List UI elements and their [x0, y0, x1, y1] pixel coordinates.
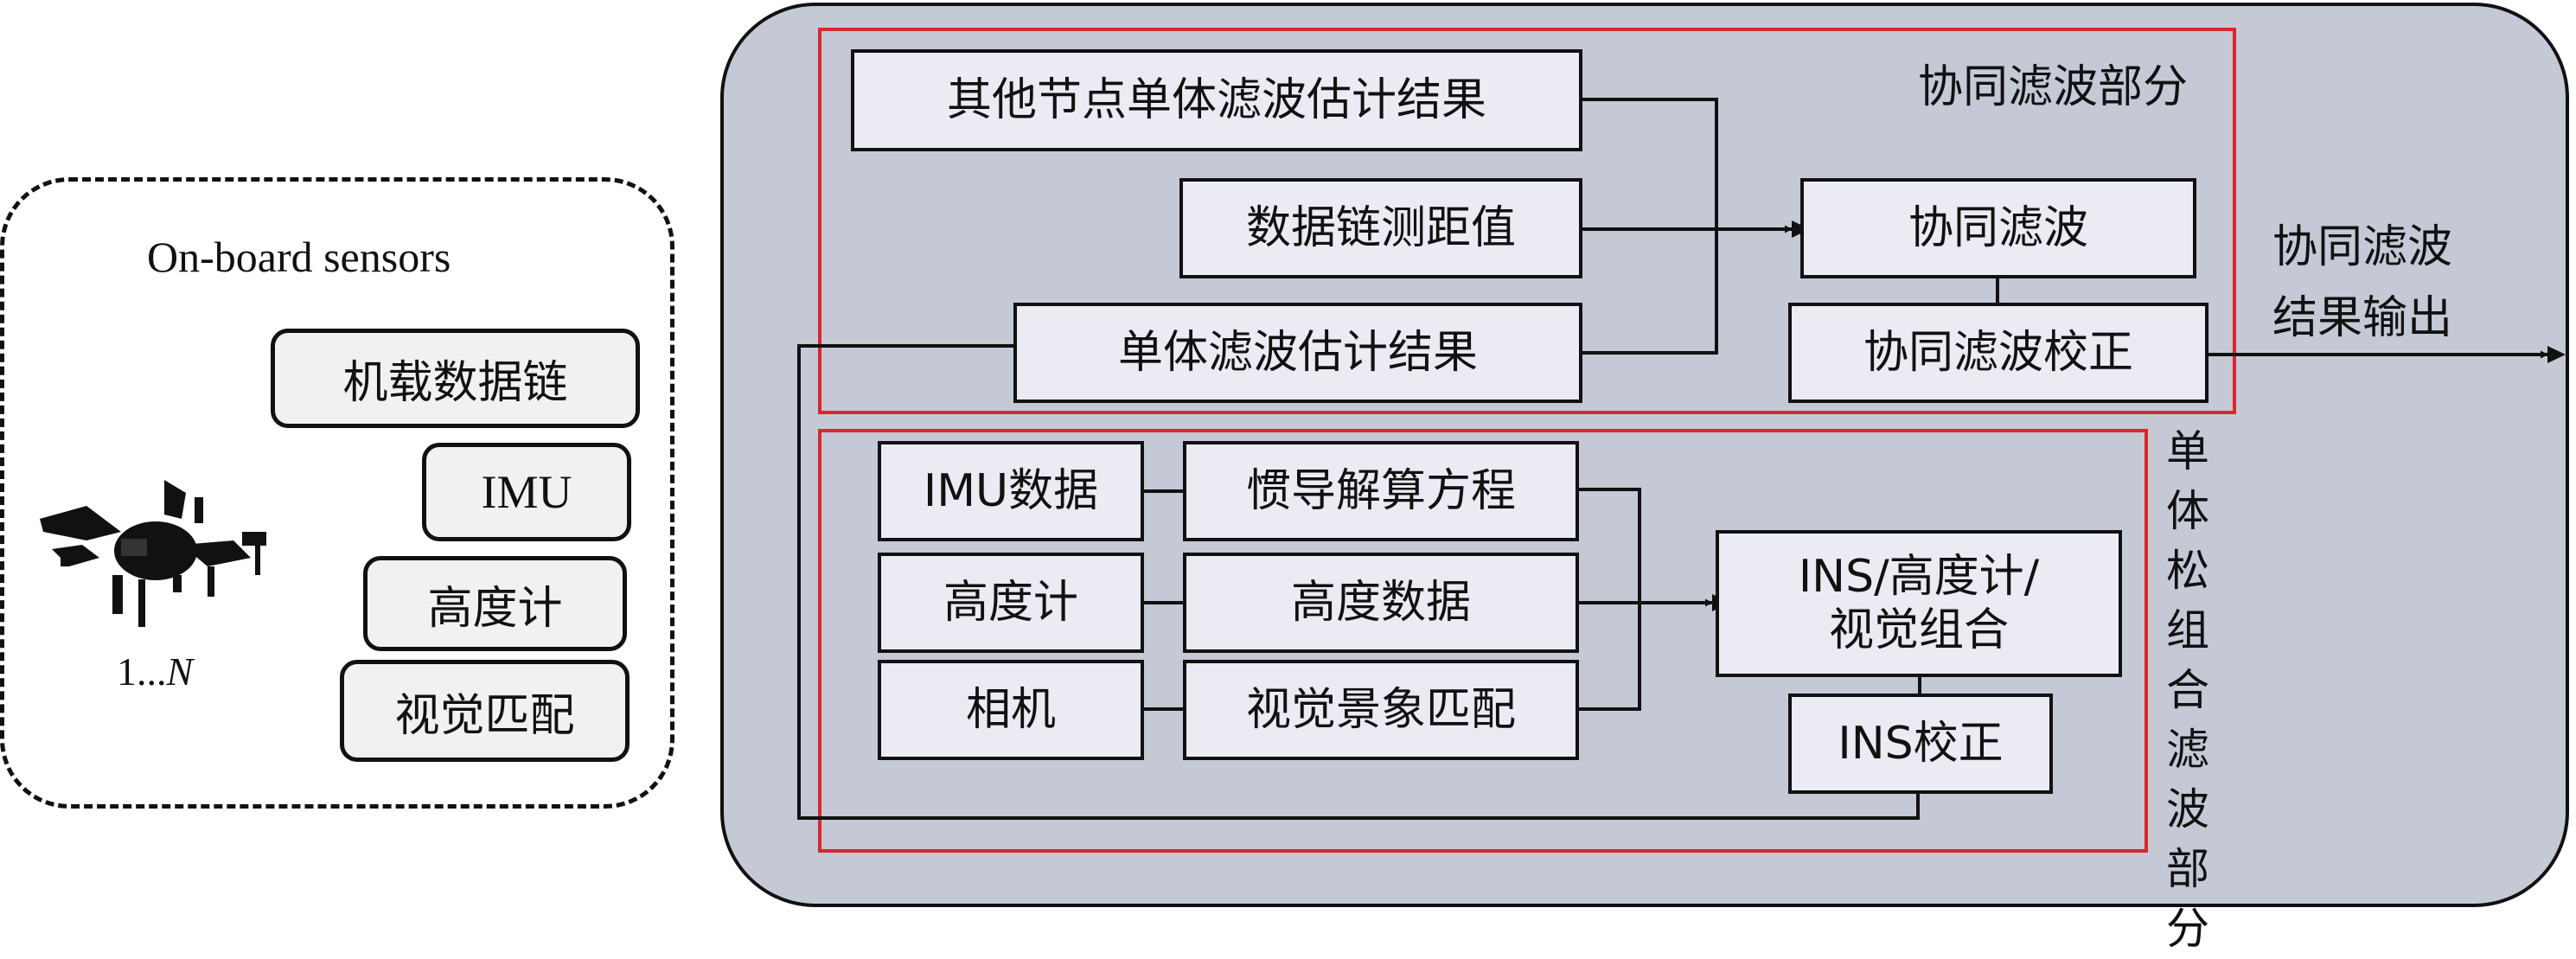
ins-correction-box: INS校正: [1788, 694, 2053, 794]
other-nodes-estimate-box: 其他节点单体滤波估计结果: [851, 49, 1582, 151]
sensors-panel: [0, 177, 674, 809]
cooperative-region: [818, 28, 2236, 414]
altimeter-box: 高度计: [878, 553, 1144, 653]
sensor-datalink: 机载数据链: [271, 329, 640, 428]
connector-lines: [797, 98, 2566, 820]
single-estimate-box: 单体滤波估计结果: [1013, 303, 1582, 403]
imu-data-box: IMU数据: [878, 441, 1144, 541]
datalink-range-box: 数据链测距值: [1179, 178, 1582, 278]
cooperative-region-label: 协同滤波部分: [1918, 61, 2189, 113]
sensor-altimeter: 高度计: [363, 556, 627, 651]
aircraft-icon: [40, 480, 266, 627]
single-region: [818, 429, 2148, 853]
scene-match-box: 视觉景象匹配: [1183, 660, 1579, 760]
sensor-visual-match: 视觉匹配: [340, 660, 630, 762]
sensor-imu: IMU: [422, 443, 631, 541]
cooperative-correction-box: 协同滤波校正: [1788, 303, 2208, 403]
inertial-equation-box: 惯导解算方程: [1183, 441, 1579, 541]
ins-combo-box: INS/高度计/ 视觉组合: [1716, 530, 2122, 677]
camera-box: 相机: [878, 660, 1144, 760]
sensors-title: On-board sensors: [147, 233, 451, 281]
altitude-data-box: 高度数据: [1183, 553, 1579, 653]
node-count: 1...N: [117, 649, 194, 694]
cooperative-filter-box: 协同滤波: [1800, 178, 2196, 278]
cooperative-output-label: 协同滤波 结果输出: [2272, 221, 2453, 344]
